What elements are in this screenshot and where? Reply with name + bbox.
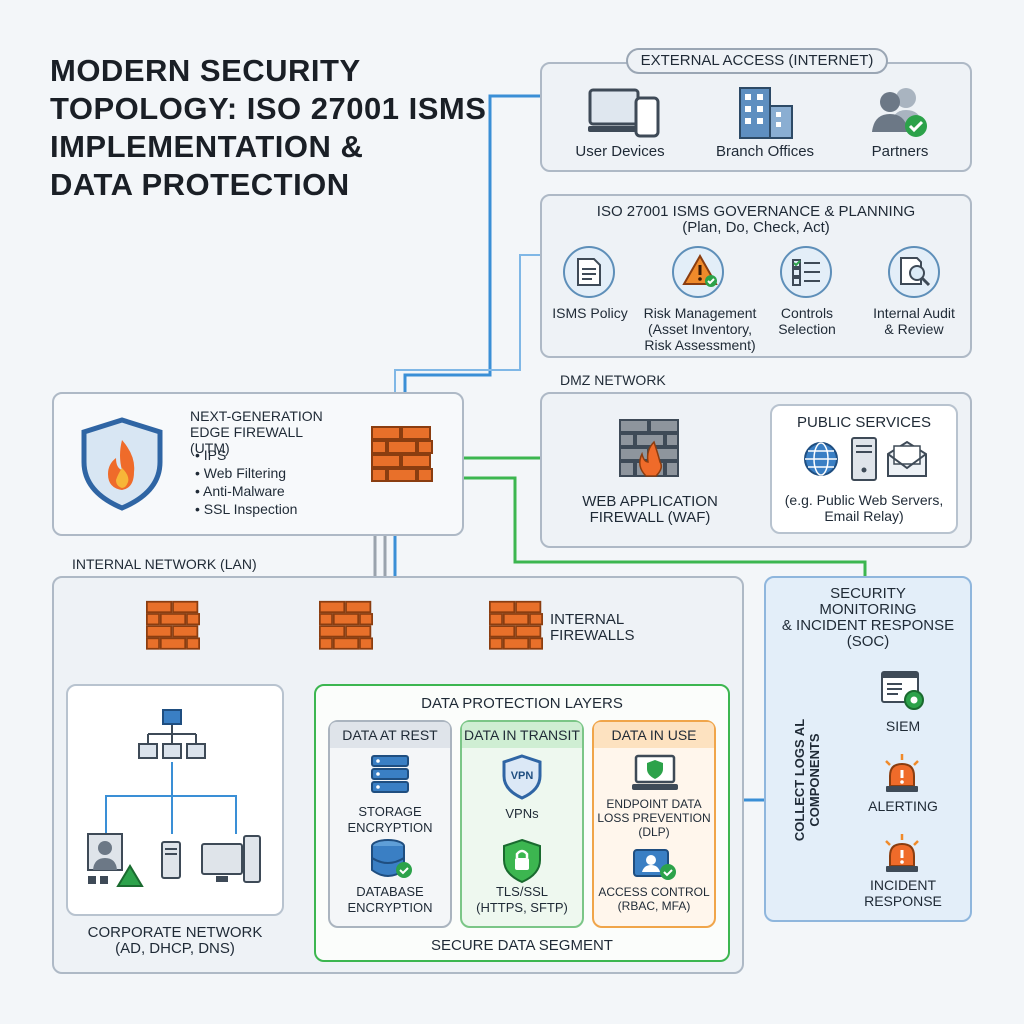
vpn-shield-icon bbox=[502, 754, 542, 800]
audit-magnifier-icon bbox=[900, 257, 931, 287]
database-encryption-label: DATABASE ENCRYPTION bbox=[347, 884, 433, 915]
storage-encryption-label: STORAGE ENCRYPTION bbox=[347, 804, 433, 835]
hierarchy-icon bbox=[138, 709, 206, 759]
vpn-badge: VPN bbox=[510, 770, 534, 782]
storage-server-icon bbox=[371, 755, 409, 793]
corporate-tree-lines bbox=[105, 762, 237, 834]
data-in-transit-header: DATA IN TRANSIT bbox=[462, 722, 582, 748]
database-icon bbox=[371, 839, 412, 878]
siem-icon bbox=[881, 671, 924, 710]
globe-icon bbox=[804, 442, 838, 476]
internal-firewall-3-icon bbox=[489, 600, 543, 650]
internal-firewalls-label: INTERNAL FIREWALLS bbox=[550, 611, 635, 644]
endpoint-dlp-label: ENDPOINT DATA LOSS PREVENTION (DLP) bbox=[597, 797, 711, 839]
server-icon bbox=[851, 437, 877, 481]
isms-policy-label: ISMS Policy bbox=[552, 305, 628, 321]
controls-selection-label: Controls Selection bbox=[778, 305, 836, 337]
soc-panel bbox=[764, 576, 972, 922]
external-access-label: EXTERNAL ACCESS (INTERNET) bbox=[626, 48, 888, 74]
internal-firewall-1-icon bbox=[146, 600, 200, 650]
data-protection-title: DATA PROTECTION LAYERS bbox=[421, 695, 623, 712]
soc-title: SECURITY MONITORING & INCIDENT RESPONSE … bbox=[781, 585, 955, 650]
governance-title: ISO 27001 ISMS GOVERNANCE & PLANNING (Pl… bbox=[596, 203, 916, 236]
risk-management-label: Risk Management (Asset Inventory, Risk A… bbox=[643, 305, 757, 353]
waf-firewall-icon bbox=[619, 419, 679, 477]
access-control-icon bbox=[633, 849, 676, 880]
collect-logs-label: COLLECT LOGS AL COMPONENTS bbox=[792, 718, 822, 842]
secure-data-segment-label: SECURE DATA SEGMENT bbox=[431, 937, 613, 954]
user-devices-icon bbox=[588, 88, 660, 138]
access-control-label: ACCESS CONTROL (RBAC, MFA) bbox=[598, 885, 710, 913]
partners-icon bbox=[872, 88, 927, 137]
feature-ips: IPS bbox=[195, 446, 297, 464]
public-services-desc: (e.g. Public Web Servers, Email Relay) bbox=[784, 492, 944, 524]
corporate-network-label: CORPORATE NETWORK (AD, DHCP, DNS) bbox=[87, 924, 263, 957]
edge-firewall-features: IPS Web Filtering Anti-Malware SSL Inspe… bbox=[195, 446, 297, 518]
incident-siren-icon bbox=[885, 834, 919, 872]
workstation-tower-icon bbox=[161, 841, 181, 879]
public-services-title: PUBLIC SERVICES bbox=[797, 414, 931, 431]
alert-siren-icon bbox=[885, 754, 919, 792]
user-admin-icon bbox=[87, 833, 144, 887]
branch-offices-label: Branch Offices bbox=[715, 143, 815, 160]
tls-lock-shield-icon bbox=[503, 838, 541, 884]
dmz-label: DMZ NETWORK bbox=[560, 372, 666, 388]
laptop-shield-icon bbox=[632, 754, 678, 790]
desktop-computer-icon bbox=[201, 835, 261, 883]
tls-ssl-label: TLS/SSL (HTTPS, SFTP) bbox=[476, 884, 568, 915]
internal-firewall-2-icon bbox=[319, 600, 373, 650]
internal-audit-label: Internal Audit & Review bbox=[873, 305, 955, 337]
email-icon bbox=[887, 440, 927, 477]
feature-ssl-inspection: SSL Inspection bbox=[195, 500, 298, 518]
partners-label: Partners bbox=[871, 143, 929, 160]
warning-icon bbox=[682, 254, 718, 287]
vpns-label: VPNs bbox=[505, 806, 539, 821]
feature-web-filtering: Web Filtering bbox=[195, 464, 297, 482]
data-in-use-header: DATA IN USE bbox=[594, 722, 714, 748]
shield-fire-icon bbox=[81, 417, 163, 511]
data-at-rest-header: DATA AT REST bbox=[330, 722, 450, 748]
feature-anti-malware: Anti-Malware bbox=[195, 482, 297, 500]
page-title: MODERN SECURITY TOPOLOGY: ISO 27001 ISMS… bbox=[50, 53, 487, 202]
edge-firewall-brick-icon bbox=[371, 426, 433, 482]
data-in-transit-column bbox=[460, 720, 584, 928]
user-devices-label: User Devices bbox=[575, 143, 665, 160]
soc-link bbox=[425, 476, 867, 580]
waf-label: WEB APPLICATION FIREWALL (WAF) bbox=[582, 493, 718, 526]
data-at-rest-column bbox=[328, 720, 452, 928]
alerting-label: ALERTING bbox=[868, 798, 938, 814]
governance-link bbox=[394, 254, 540, 430]
branch-offices-icon bbox=[739, 87, 793, 139]
data-in-use-column bbox=[592, 720, 716, 928]
checklist-icon bbox=[792, 259, 820, 286]
siem-label: SIEM bbox=[885, 718, 921, 734]
incident-response-label: INCIDENT RESPONSE bbox=[864, 877, 942, 909]
policy-document-icon bbox=[577, 258, 601, 286]
lan-label: INTERNAL NETWORK (LAN) bbox=[72, 556, 257, 572]
